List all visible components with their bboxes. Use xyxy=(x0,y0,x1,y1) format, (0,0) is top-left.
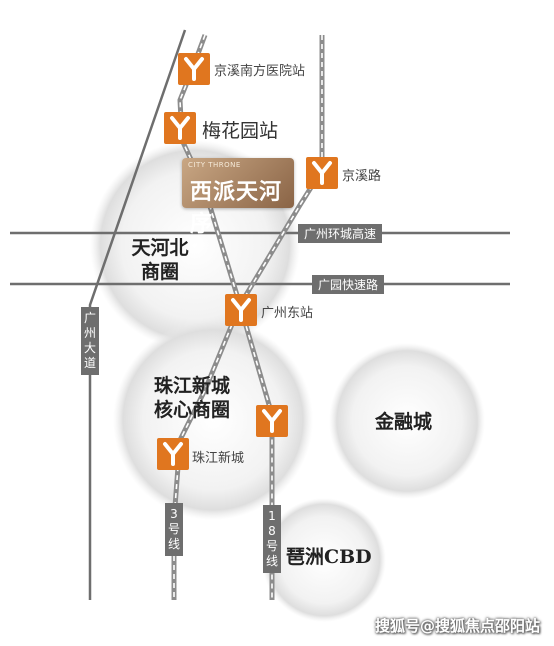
metro-y-icon xyxy=(306,157,338,189)
metro-y-icon xyxy=(256,405,288,437)
ring-expressway-label: 广州环城高速 xyxy=(298,224,383,243)
station-label-jingxilu: 京溪路 xyxy=(342,169,382,184)
metro-y-icon xyxy=(164,112,196,144)
line18-track-dash xyxy=(239,35,323,600)
metro-y-icon xyxy=(157,438,189,470)
guangyuan-expressway-label: 广园快速路 xyxy=(312,275,385,294)
line3-track-dash xyxy=(173,34,241,600)
area-label-pazhou-cbd: 琶洲CBD xyxy=(286,546,372,568)
watermark-text: 搜狐号@搜狐焦点邵阳站 xyxy=(374,617,540,635)
area-label-tianhe-north: 天河北商圈 xyxy=(131,237,189,283)
area-label-zhujiang-core: 珠江新城核心商圈 xyxy=(153,375,230,421)
station-label-jingxi-nanfang: 京溪南方医院站 xyxy=(214,64,306,79)
project-name: 西派天河序 xyxy=(190,179,283,237)
financial-city-halo xyxy=(329,343,485,499)
zhujiang-halo xyxy=(113,320,313,520)
station-label-meihuayuan: 梅花园站 xyxy=(202,120,279,142)
area-label-financial-city: 金融城 xyxy=(375,411,433,433)
station-label-zhujiang-newtown: 珠江新城 xyxy=(192,451,245,466)
guangzhou-avenue-label: 广州大道 xyxy=(81,307,99,375)
metro-y-icon xyxy=(178,53,210,85)
metro-y-icon xyxy=(225,294,257,326)
project-badge: CITY THRONE 西派天河序 xyxy=(182,158,294,237)
guangzhou-avenue-road xyxy=(88,29,187,600)
project-logo-text: CITY THRONE xyxy=(188,161,241,169)
station-label-guangzhou-east: 广州东站 xyxy=(261,306,314,321)
pazhou-halo xyxy=(262,498,386,622)
